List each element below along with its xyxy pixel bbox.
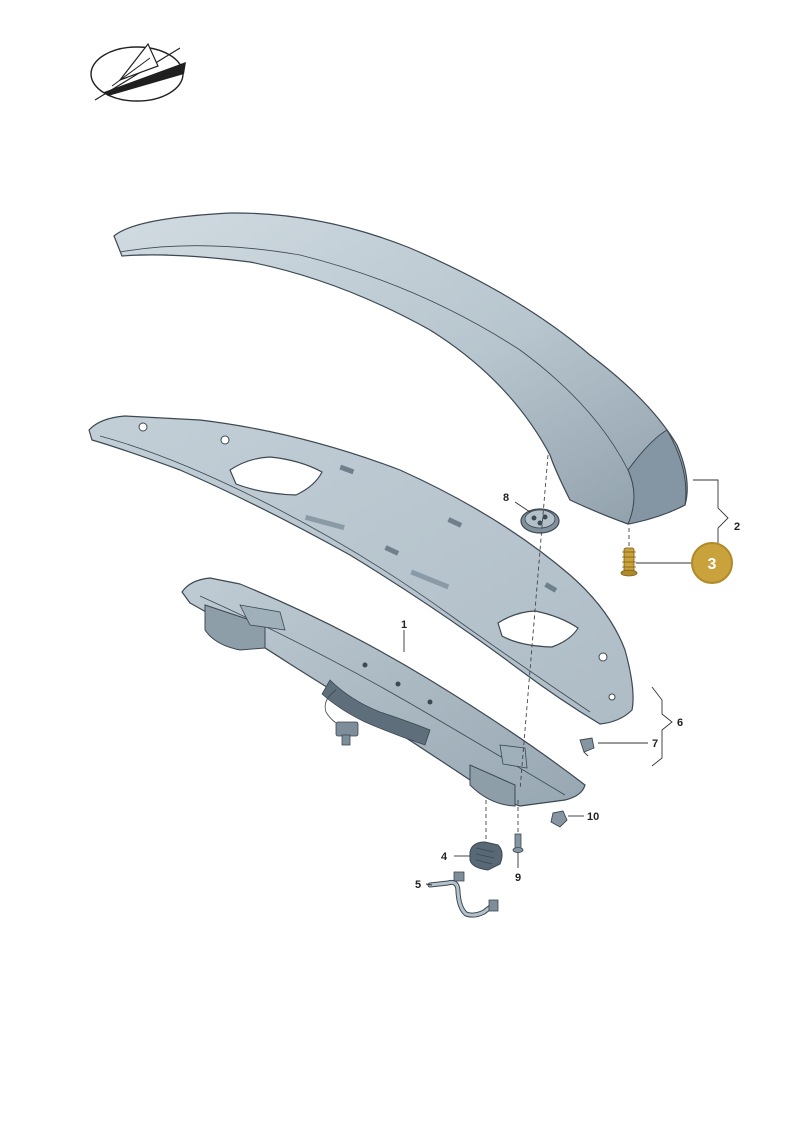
diagram-symbol-icon [90, 42, 186, 102]
callout-9: 9 [515, 872, 521, 884]
callout-10: 10 [587, 811, 599, 823]
assembly-lines [485, 454, 630, 842]
callout-7: 7 [652, 738, 658, 750]
callout-4: 4 [441, 851, 448, 863]
callouts: 1 2 4 5 6 7 8 9 10 3 [401, 492, 740, 891]
callout-6: 6 [677, 717, 683, 729]
part-screw-highlighted [620, 547, 638, 577]
highlighted-callout-3[interactable]: 3 [691, 542, 733, 584]
part-switch [469, 841, 503, 871]
callout-1: 1 [401, 619, 407, 631]
part-cable [427, 871, 499, 918]
callout-2: 2 [734, 521, 740, 533]
callout-8: 8 [503, 492, 509, 504]
part-screw [512, 833, 524, 853]
part-handle-bar [181, 577, 586, 807]
part-clip [579, 737, 595, 757]
callout-5: 5 [415, 879, 421, 891]
part-trim-panel [88, 415, 634, 725]
part-nut [550, 810, 568, 828]
part-rear-spoiler [113, 212, 688, 525]
part-grommet [520, 508, 560, 534]
leader-lines [403, 479, 729, 886]
callout-3: 3 [708, 556, 717, 573]
